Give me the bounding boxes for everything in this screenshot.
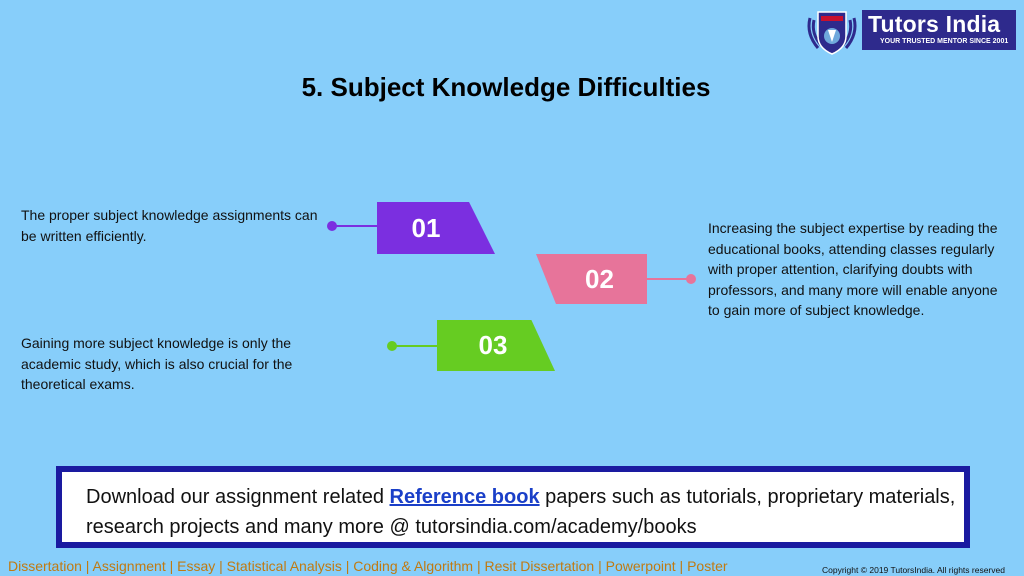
item-2-text: Increasing the subject expertise by read… [708, 220, 998, 318]
connector-3 [387, 341, 437, 351]
badge-03: 03 [437, 320, 555, 371]
reference-book-link[interactable]: Reference book [389, 486, 540, 508]
connector-2 [647, 274, 696, 284]
copyright: Copyright © 2019 TutorsIndia. All rights… [822, 565, 1005, 575]
logo-box: Tutors India YOUR TRUSTED MENTOR SINCE 2… [862, 10, 1016, 50]
download-banner: Download our assignment related Referenc… [56, 466, 970, 548]
banner-prefix: Download our assignment related [86, 486, 390, 508]
item-1-text: The proper subject knowledge assignments… [21, 207, 318, 244]
item-3-text: Gaining more subject knowledge is only t… [21, 335, 293, 392]
banner-suffix: papers such as tutorials, proprietary ma… [86, 486, 956, 538]
badge-01: 01 [377, 202, 495, 254]
brand-name: Tutors India [868, 11, 1001, 37]
connector-1 [327, 221, 377, 231]
footer-links[interactable]: Dissertation | Assignment | Essay | Stat… [8, 558, 728, 574]
slide-title: 5. Subject Knowledge Difficulties [301, 72, 711, 102]
banner-text: Download our assignment related Referenc… [86, 482, 956, 542]
emblem-icon [807, 11, 857, 55]
logo: Tutors India YOUR TRUSTED MENTOR SINCE 2… [804, 8, 1016, 56]
badge-02: 02 [536, 254, 647, 304]
brand-tagline: YOUR TRUSTED MENTOR SINCE 2001 [880, 38, 1009, 45]
